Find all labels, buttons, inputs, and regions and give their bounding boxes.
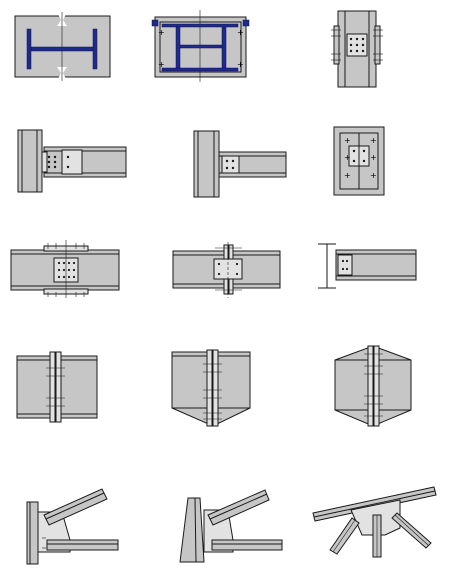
bracing-gusset-to-column (26, 488, 119, 565)
svg-text:+: + (344, 171, 351, 180)
beam-to-column-cross-section (318, 243, 417, 289)
svg-text:+: + (370, 153, 377, 162)
haunched-end-plate-splice-double (334, 345, 412, 427)
haunched-end-plate-splice-bottom (171, 349, 251, 427)
beam-to-column-web-shear-tab (193, 130, 287, 198)
beam-to-column-flange-shear-tab (17, 129, 127, 193)
svg-text:+: + (158, 28, 165, 37)
splice-plate-detail: + + + + + + (333, 126, 385, 196)
beam-splice-end-plate (172, 242, 281, 298)
truss-node-multiple-braces (312, 486, 437, 558)
column-splice-bolted-flange-plates (331, 10, 383, 88)
base-plate-with-anchor-bolts: + + + + (151, 10, 250, 82)
bracing-gusset-to-tapered-column (179, 489, 283, 563)
base-plate-column-section (14, 12, 111, 81)
beam-splice-bolted-flange-and-web (10, 240, 120, 298)
svg-text:+: + (370, 136, 377, 145)
svg-text:+: + (158, 60, 165, 69)
svg-text:+: + (237, 28, 244, 37)
beam-to-beam-end-plate-splice (16, 351, 98, 423)
svg-text:+: + (344, 153, 351, 162)
svg-text:+: + (370, 171, 377, 180)
svg-text:+: + (237, 60, 244, 69)
svg-text:+: + (344, 136, 351, 145)
